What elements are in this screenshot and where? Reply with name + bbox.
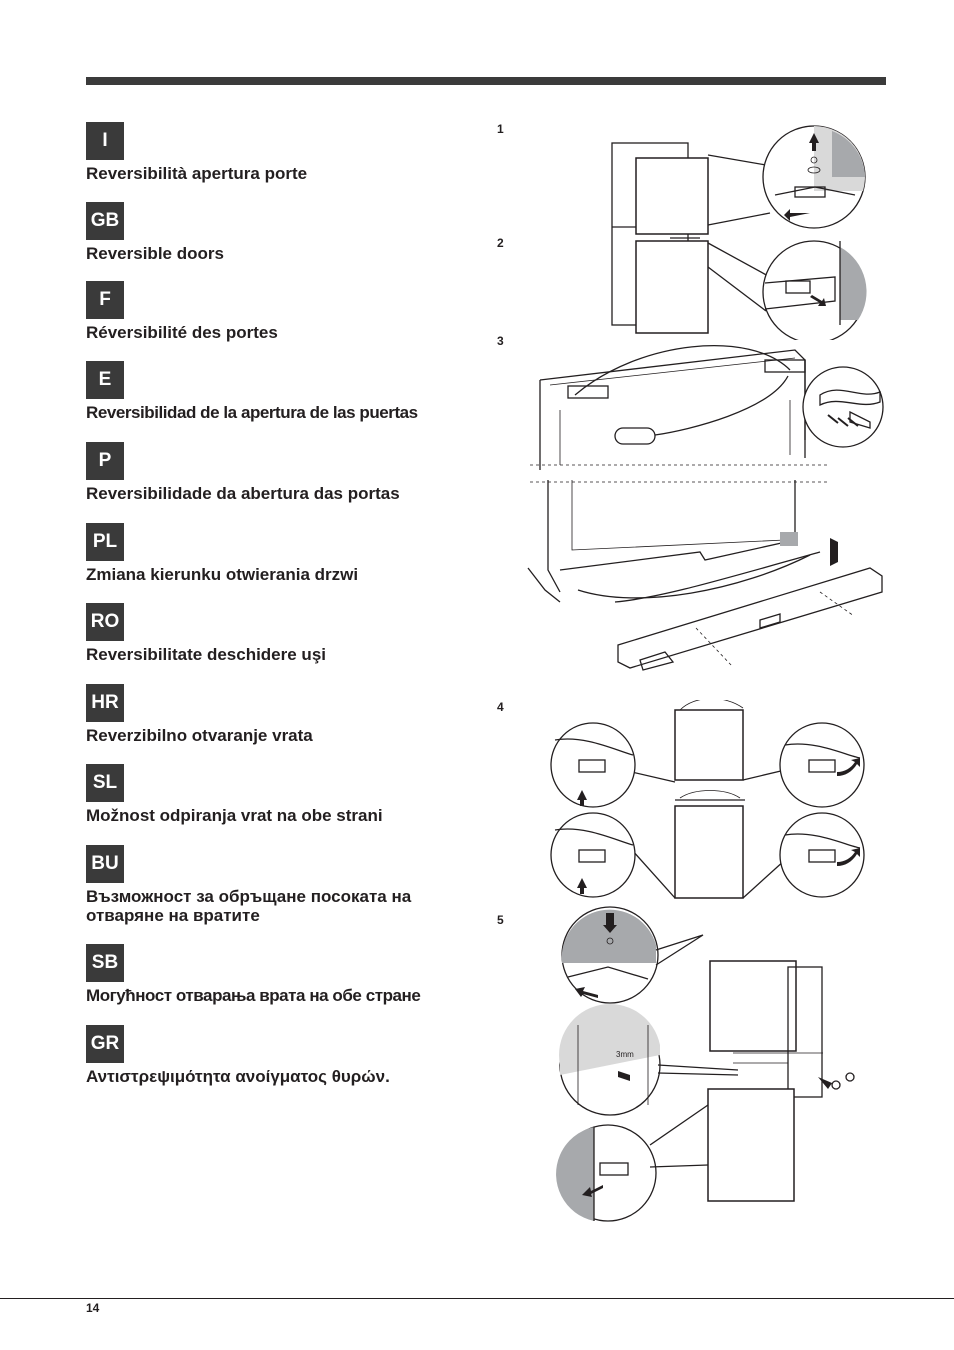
- lang-section-ro: RO Reversibilitate deschidere uşi: [86, 603, 476, 664]
- lang-title: Možnost odpiranja vrat na obe strani: [86, 806, 383, 825]
- lang-section-sb: SB Могућност отварања врата на обе стран…: [86, 944, 476, 1005]
- lang-section-p: P Reversibilidade da abertura das portas: [86, 442, 476, 503]
- lang-title: Reversibilidade da abertura das portas: [86, 484, 400, 503]
- lang-section-hr: HR Reverzibilno otvaranje vrata: [86, 684, 476, 745]
- step-number: 5: [497, 913, 504, 927]
- lang-title: Αντιστρεψιμότητα ανοίγματος θυρών.: [86, 1067, 390, 1086]
- lang-title: Могућност отварања врата на обе стране: [86, 986, 421, 1005]
- gap-label: 3mm: [616, 1050, 634, 1059]
- lang-title: Reversibilidad de la apertura de las pue…: [86, 403, 418, 422]
- lang-section-gb: GB Reversible doors: [86, 202, 476, 263]
- lang-title: Reverzibilno otvaranje vrata: [86, 726, 313, 745]
- lang-badge: HR: [86, 684, 124, 722]
- header-rule: [86, 77, 886, 85]
- figure-step-3: [527, 345, 884, 671]
- lang-title: Zmiana kierunku otwierania drzwi: [86, 565, 359, 584]
- step-number: 3: [497, 334, 504, 348]
- step-number: 4: [497, 700, 504, 714]
- lang-badge: RO: [86, 603, 124, 641]
- footer-rule: [0, 1298, 954, 1299]
- lang-badge: PL: [86, 523, 124, 561]
- lang-title: Reversibilità apertura porte: [86, 164, 308, 183]
- lang-badge: I: [86, 122, 124, 160]
- figure-steps-1-2: [611, 125, 867, 340]
- lang-section-pl: PL Zmiana kierunku otwierania drzwi: [86, 523, 476, 584]
- lang-title: Reversibilitate deschidere uşi: [86, 645, 326, 664]
- lang-title: Reversible doors: [86, 244, 224, 263]
- page-number: 14: [86, 1301, 100, 1315]
- lang-section-f: F Réversibilité des portes: [86, 281, 476, 342]
- figure-step-4: [550, 700, 865, 899]
- lang-badge: E: [86, 361, 124, 399]
- lang-section-sl: SL Možnost odpiranja vrat na obe strani: [86, 764, 476, 825]
- step-number: 2: [497, 236, 504, 250]
- figure-step-5: 3mm: [556, 906, 855, 1222]
- lang-badge: GR: [86, 1025, 124, 1063]
- lang-badge: BU: [86, 845, 124, 883]
- lang-badge: F: [86, 281, 124, 319]
- lang-section-gr: GR Αντιστρεψιμότητα ανοίγματος θυρών.: [86, 1025, 476, 1086]
- lang-badge: P: [86, 442, 124, 480]
- lang-title: Réversibilité des portes: [86, 323, 278, 342]
- lang-section-bu: BU Възможност за обръщане посоката на от…: [86, 845, 466, 925]
- lang-title: Възможност за обръщане посоката на отвар…: [86, 887, 412, 925]
- step-number: 1: [497, 122, 504, 136]
- lang-section-e: E Reversibilidad de la apertura de las p…: [86, 361, 476, 422]
- lang-badge: SB: [86, 944, 124, 982]
- lang-badge: SL: [86, 764, 124, 802]
- lang-badge: GB: [86, 202, 124, 240]
- lang-section-i: I Reversibilità apertura porte: [86, 122, 476, 183]
